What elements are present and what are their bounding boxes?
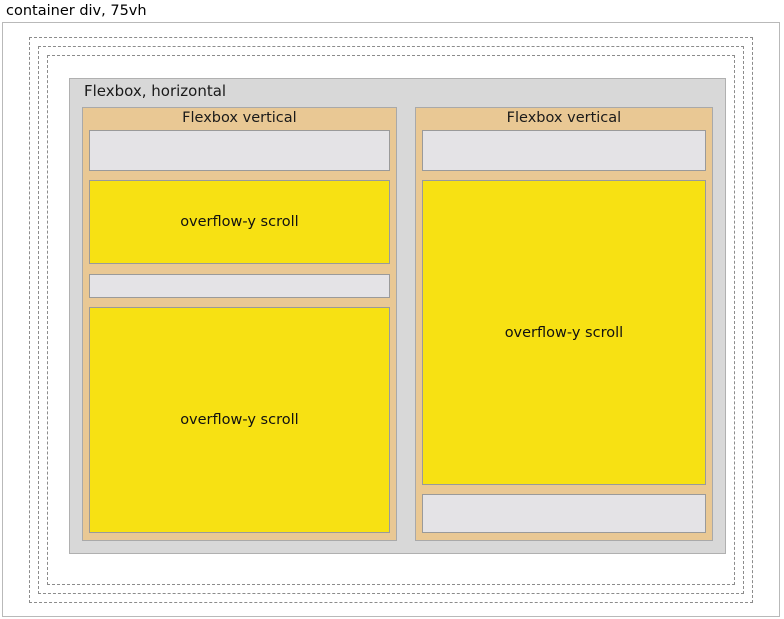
page-frame: Flexbox, horizontal Flexbox vertical ove… — [2, 22, 780, 617]
plain-box — [421, 494, 706, 533]
plain-box — [89, 274, 390, 298]
flexbox-vertical-label-right: Flexbox vertical — [506, 110, 622, 126]
scroll-box[interactable]: overflow-y scroll — [421, 180, 706, 485]
flexbox-vertical-label-left: Flexbox vertical — [182, 110, 297, 126]
plain-box — [421, 130, 706, 171]
flexbox-vertical-column-left: Flexbox vertical overflow-y scroll overf… — [82, 107, 397, 541]
dashed-wrapper-inner: Flexbox, horizontal Flexbox vertical ove… — [47, 55, 735, 585]
scroll-box[interactable]: overflow-y scroll — [89, 180, 390, 264]
flexbox-horizontal-label: Flexbox, horizontal — [84, 82, 227, 100]
flexbox-horizontal-container: Flexbox, horizontal Flexbox vertical ove… — [69, 78, 726, 554]
dashed-wrapper-outer: Flexbox, horizontal Flexbox vertical ove… — [29, 37, 753, 603]
scroll-box[interactable]: overflow-y scroll — [89, 307, 390, 533]
page-title: container div, 75vh — [6, 3, 147, 19]
plain-box — [89, 130, 390, 171]
dashed-wrapper-middle: Flexbox, horizontal Flexbox vertical ove… — [38, 46, 744, 594]
flexbox-vertical-column-right: Flexbox vertical overflow-y scroll — [414, 107, 713, 541]
